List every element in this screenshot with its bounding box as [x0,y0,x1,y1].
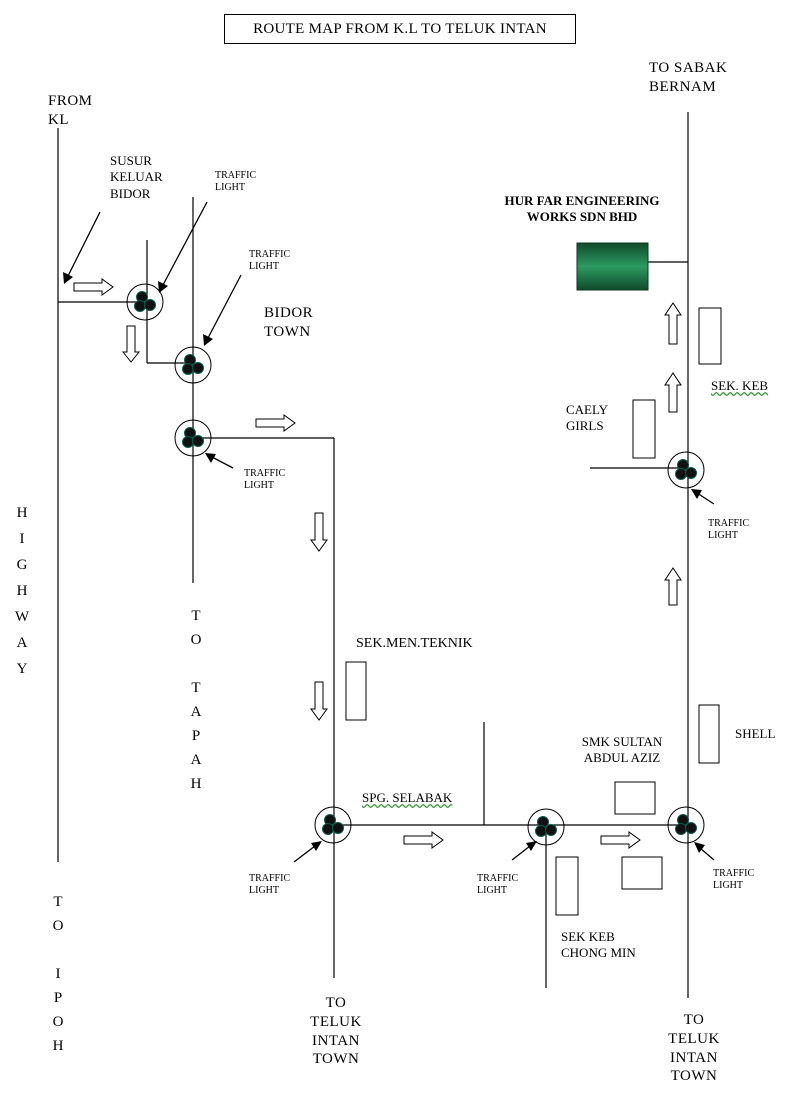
arrow-up-icon [664,302,682,345]
landmark-building [621,856,663,890]
arrow-right-icon [255,414,296,432]
sek-men-teknik-label: SEK.MEN.TEKNIK [356,636,473,651]
vertical-letter: A [190,752,202,768]
vertical-letter: T [191,680,201,696]
vertical-letter: P [191,728,201,744]
vertical-letter: I [55,966,61,982]
sek-keb-label: SEK. KEB [711,378,768,394]
vertical-letter: Y [16,661,28,677]
smk-sultan-building [614,781,656,815]
sek-keb-chong-min-building [555,856,579,916]
vertical-letter: W [15,609,30,625]
vertical-letter [189,652,203,676]
spg-selabak-text: SPG. SELABAK [362,790,453,805]
to-teluk-intan-town-label-1: TO TELUK INTAN TOWN [310,995,362,1068]
shell-label: SHELL [735,726,776,741]
traffic-light-label: TRAFFIC LIGHT [249,873,291,896]
traffic-light-label: TRAFFIC LIGHT [215,170,257,193]
vertical-letter: T [191,608,201,624]
spg-selabak-label: SPG. SELABAK [362,790,452,806]
vertical-letter: I [19,531,25,547]
to-teluk-intan-town-label-2: TO TELUK INTAN TOWN [668,1012,720,1085]
vertical-letter: H [16,505,28,521]
roads [57,112,689,998]
direction-arrows [73,278,682,849]
smk-sultan-label: SMK SULTAN ABDUL AZIZ [581,734,663,766]
vertical-letter: T [53,894,63,910]
arrow-down-icon [121,325,141,363]
arrow-right-icon [403,831,444,849]
sek-keb-text: SEK. KEB [711,378,769,393]
arrow-up-icon [664,567,682,606]
arrow-down-icon [310,681,328,721]
vertical-letter: O [190,632,202,648]
company-building [576,242,649,291]
arrow-right-icon [600,831,641,849]
vertical-letter: G [16,557,28,573]
traffic-light-icon [667,451,705,489]
map-title: ROUTE MAP FROM K.L TO TELUK INTAN [224,14,576,44]
shell-building [698,704,720,764]
company-label: HUR FAR ENGINEERING WORKS SDN BHD [504,193,660,225]
arrow-right-icon [73,278,114,296]
to-sabak-bernam-label: TO SABAK BERNAM [649,60,728,95]
vertical-letter: O [52,1014,64,1030]
traffic-light-label: TRAFFIC LIGHT [713,868,755,891]
pointer-arrows [63,201,715,863]
arrow-up-icon [664,372,682,413]
sek-men-teknik-building [345,661,367,721]
vertical-letter: O [52,918,64,934]
traffic-light-label: TRAFFIC LIGHT [708,518,750,541]
bidor-town-label: BIDOR TOWN [264,305,314,340]
vertical-letter: A [190,704,202,720]
vertical-letter: H [190,776,202,792]
susur-keluar-label: SUSUR KELUAR BIDOR [110,153,163,201]
traffic-light-label: TRAFFIC LIGHT [477,873,519,896]
traffic-light-label: TRAFFIC LIGHT [244,468,286,491]
caely-girls-label: CAELY GIRLS [566,402,608,434]
traffic-light-label: TRAFFIC LIGHT [249,249,291,272]
vertical-letter: H [16,583,28,599]
from-kl-label: FROM KL [48,93,93,128]
vertical-letter: P [53,990,63,1006]
vertical-letter: H [52,1038,64,1054]
sek-keb-chong-min-label: SEK KEB CHONG MIN [561,929,636,961]
caely-girls-building [632,399,656,459]
vertical-letter [51,938,65,962]
vertical-letter: A [16,635,28,651]
sek-keb-building [698,307,722,365]
arrow-down-icon [310,512,328,552]
